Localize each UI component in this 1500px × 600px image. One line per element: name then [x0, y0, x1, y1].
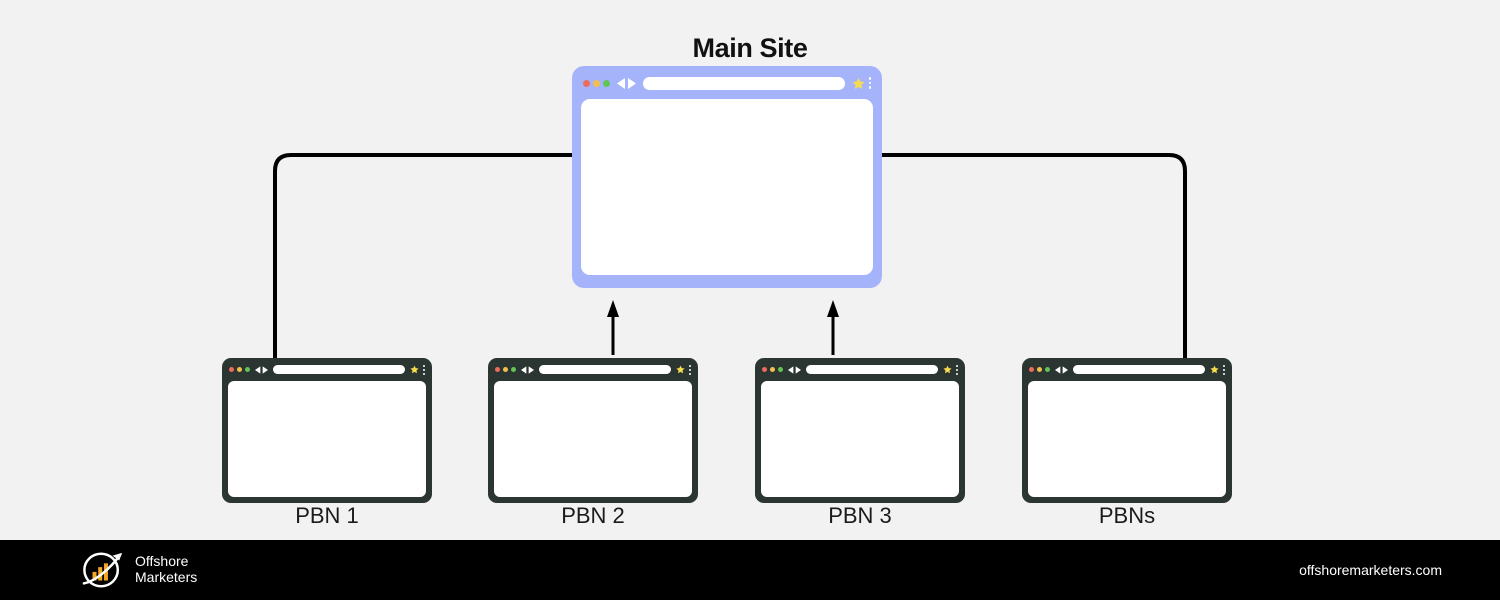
toolbar-actions [676, 364, 691, 375]
browser-toolbar [581, 74, 873, 92]
pbn-browser-window-3[interactable] [755, 358, 965, 503]
navigation-arrows[interactable] [521, 365, 534, 374]
maximize-dot-icon[interactable] [778, 367, 783, 372]
close-dot-icon[interactable] [229, 367, 234, 372]
back-icon[interactable] [1055, 365, 1061, 374]
close-dot-icon[interactable] [1029, 367, 1034, 372]
address-bar-input[interactable] [273, 365, 405, 374]
overflow-menu-icon[interactable] [689, 364, 691, 375]
address-bar-input[interactable] [643, 76, 845, 90]
overflow-menu-icon[interactable] [1223, 364, 1225, 375]
navigation-arrows[interactable] [617, 77, 636, 89]
minimize-dot-icon[interactable] [503, 367, 508, 372]
back-icon[interactable] [255, 365, 261, 374]
pbn-viewport [494, 381, 692, 497]
pbn-browser-window-1[interactable] [222, 358, 432, 503]
overflow-menu-icon[interactable] [956, 364, 958, 375]
address-bar-input[interactable] [806, 365, 938, 374]
connector-pbns [882, 153, 1187, 365]
traffic-lights [495, 367, 516, 372]
navigation-arrows[interactable] [255, 365, 268, 374]
brand-name: Offshore Marketers [135, 554, 197, 585]
offshore-marketers-logo-icon [82, 552, 123, 588]
maximize-dot-icon[interactable] [511, 367, 516, 372]
overflow-menu-icon[interactable] [868, 77, 871, 89]
bookmark-star-icon[interactable] [676, 365, 685, 374]
pbn-label-2: PBN 2 [561, 503, 625, 528]
pbn-browser-window-2[interactable] [488, 358, 698, 503]
close-dot-icon[interactable] [583, 79, 590, 87]
browser-toolbar [1028, 363, 1226, 376]
toolbar-actions [1210, 364, 1225, 375]
bookmark-star-icon[interactable] [852, 77, 865, 90]
minimize-dot-icon[interactable] [770, 367, 775, 372]
traffic-lights [762, 367, 783, 372]
traffic-lights [1029, 367, 1050, 372]
overflow-menu-icon[interactable] [423, 364, 425, 375]
pbn-viewport [228, 381, 426, 497]
main-site-viewport [581, 99, 873, 275]
bookmark-star-icon[interactable] [943, 365, 952, 374]
minimize-dot-icon[interactable] [1037, 367, 1042, 372]
browser-toolbar [761, 363, 959, 376]
connector-pbn3 [827, 300, 839, 355]
maximize-dot-icon[interactable] [603, 79, 610, 87]
address-bar-input[interactable] [1073, 365, 1205, 374]
minimize-dot-icon[interactable] [593, 79, 600, 87]
back-icon[interactable] [521, 365, 527, 374]
pbn-label-4: PBNs [1098, 503, 1156, 528]
forward-icon[interactable] [262, 365, 268, 374]
close-dot-icon[interactable] [495, 367, 500, 372]
forward-icon[interactable] [1062, 365, 1068, 374]
minimize-dot-icon[interactable] [237, 367, 242, 372]
main-site-browser-window[interactable] [572, 66, 882, 288]
traffic-lights [229, 367, 250, 372]
navigation-arrows[interactable] [788, 365, 801, 374]
navigation-arrows[interactable] [1055, 365, 1068, 374]
brand-name-line1: Offshore [135, 553, 189, 570]
toolbar-actions [410, 364, 425, 375]
page-title: Main Site [692, 33, 808, 63]
maximize-dot-icon[interactable] [245, 367, 250, 372]
footer-website-url: offshoremarketers.com [1299, 562, 1442, 578]
bookmark-star-icon[interactable] [410, 365, 419, 374]
traffic-lights [583, 79, 610, 87]
address-bar-input[interactable] [539, 365, 671, 374]
forward-icon[interactable] [627, 77, 636, 89]
brand-name-line2: Marketers [135, 569, 198, 585]
bookmark-star-icon[interactable] [1210, 365, 1219, 374]
connector-layer [273, 153, 1187, 365]
browser-toolbar [494, 363, 692, 376]
pbn-viewport [761, 381, 959, 497]
connector-pbn1 [273, 153, 572, 365]
pbn-label-3: PBN 3 [828, 503, 892, 528]
forward-icon[interactable] [795, 365, 801, 374]
brand-lockup: Offshore Marketers [80, 549, 197, 591]
pbn-label-1: PBN 1 [295, 503, 359, 528]
toolbar-actions [943, 364, 958, 375]
maximize-dot-icon[interactable] [1045, 367, 1050, 372]
toolbar-actions [852, 77, 871, 90]
footer-bar: Offshore Marketers offshoremarketers.com [0, 540, 1500, 600]
pbn-browser-window-4[interactable] [1022, 358, 1232, 503]
browser-toolbar [228, 363, 426, 376]
close-dot-icon[interactable] [762, 367, 767, 372]
back-icon[interactable] [788, 365, 794, 374]
connector-pbn2 [607, 300, 619, 355]
forward-icon[interactable] [528, 365, 534, 374]
pbn-viewport [1028, 381, 1226, 497]
back-icon[interactable] [617, 77, 626, 89]
